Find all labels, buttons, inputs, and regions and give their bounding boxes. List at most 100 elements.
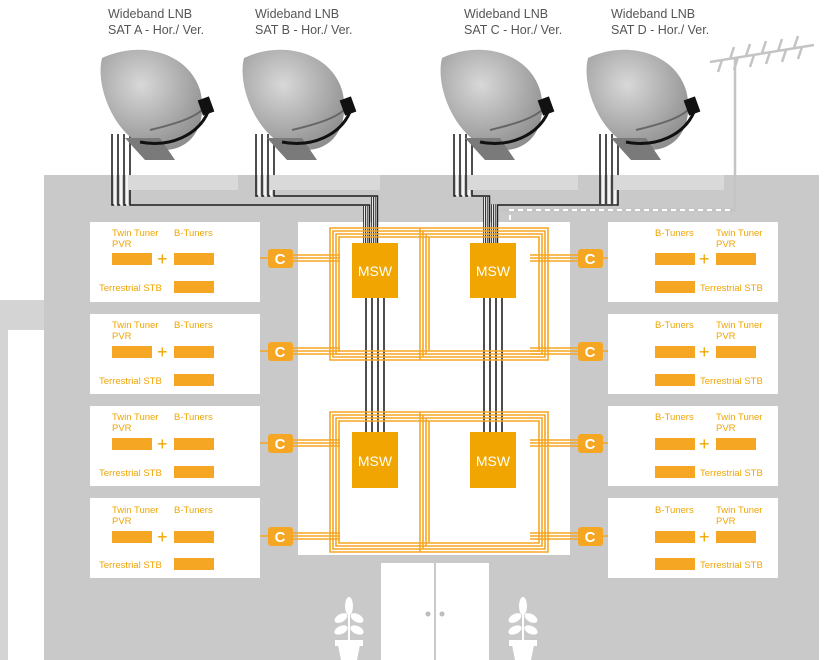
msw-label: MSW <box>476 453 511 469</box>
plus-sign: + <box>699 342 710 362</box>
dish-reflector <box>242 49 345 151</box>
coupler-left-4: C <box>268 527 293 546</box>
terrestrial-stb-label: Terrestrial STB <box>700 468 763 479</box>
lnb-arm <box>139 111 210 145</box>
b-tuners-label: B-Tuners <box>655 505 694 516</box>
apartment-left-2: Twin Tuner PVR B-Tuners + Terrestrial ST… <box>90 314 260 394</box>
b-tuners-label: B-Tuners <box>655 320 694 331</box>
cable-sat-d <box>491 134 619 243</box>
tuner-device <box>655 531 695 543</box>
coupler-left-3: C <box>268 434 293 453</box>
coax-line <box>267 134 377 243</box>
couplers: C C C C C C C C <box>268 249 603 546</box>
annex-left-body <box>0 330 8 660</box>
terrestrial-stb-device <box>174 466 214 478</box>
coax-line <box>459 134 487 243</box>
coax-line <box>126 134 370 243</box>
feed-l2 <box>293 347 578 355</box>
plus-sign: + <box>157 342 168 362</box>
coax-line <box>462 134 488 243</box>
plant-left <box>334 597 364 660</box>
pvr-label: PVR <box>716 516 736 527</box>
coupler-right-2: C <box>578 342 603 361</box>
coupler-label: C <box>585 251 596 268</box>
lnb-b-subtitle: SAT B - Hor./ Ver. <box>255 23 353 37</box>
msw-label: MSW <box>476 263 511 279</box>
msw-label: MSW <box>358 453 393 469</box>
b-tuners-label: B-Tuners <box>655 412 694 423</box>
lnb-head <box>537 96 555 116</box>
pvr-label: PVR <box>112 239 132 250</box>
plus-sign: + <box>157 249 168 269</box>
terrestrial-cable <box>509 209 730 430</box>
tuner-device <box>174 346 214 358</box>
b-tuners-label: B-Tuners <box>655 228 694 239</box>
apartment-right-4: B-Tuners Twin Tuner PVR + Terrestrial ST… <box>608 498 778 578</box>
terrestrial-stb-label: Terrestrial STB <box>99 376 162 387</box>
coax-line <box>120 134 368 243</box>
cable-sat-c <box>453 134 491 243</box>
lnb-d-subtitle: SAT D - Hor./ Ver. <box>611 23 709 37</box>
lnb-b-title: Wideband LNB <box>255 7 339 21</box>
b-tuners-label: B-Tuners <box>174 320 213 331</box>
b-tuners-label: B-Tuners <box>174 412 213 423</box>
coax-line <box>261 134 375 243</box>
multiswitches: MSW MSW MSW MSW <box>352 243 516 488</box>
coax-line <box>471 134 491 243</box>
lnb-a-title: Wideband LNB <box>108 7 192 21</box>
apartment-right-1: B-Tuners Twin Tuner PVR + Terrestrial ST… <box>608 222 778 302</box>
pvr-device <box>716 531 756 543</box>
dish-base <box>614 175 724 190</box>
twin-tuner-label: Twin Tuner <box>716 505 762 516</box>
apartment-left-1: Twin Tuner PVR B-Tuners + Terrestrial ST… <box>90 222 260 302</box>
lnb-c-title: Wideband LNB <box>464 7 548 21</box>
pvr-device <box>716 346 756 358</box>
lnb-head <box>197 96 215 116</box>
tuner-device <box>655 253 695 265</box>
plus-sign: + <box>699 434 710 454</box>
lnb-arm <box>479 111 550 145</box>
coax-line <box>114 134 366 243</box>
apartment-right-2: B-Tuners Twin Tuner PVR + Terrestrial ST… <box>608 314 778 394</box>
cable-sat-b <box>255 134 379 243</box>
dish-reflector <box>100 49 203 151</box>
twin-tuner-label: Twin Tuner <box>716 412 762 423</box>
feed-l4 <box>293 532 578 540</box>
satellite-dish-b-icon <box>242 49 380 190</box>
terrestrial-stb-device <box>655 374 695 386</box>
terrestrial-stb-device <box>655 466 695 478</box>
pvr-label: PVR <box>112 516 132 527</box>
pvr-label: PVR <box>716 239 736 250</box>
lnb-c-subtitle: SAT C - Hor./ Ver. <box>464 23 562 37</box>
pvr-label: PVR <box>716 423 736 434</box>
pvr-device <box>716 253 756 265</box>
b-tuners-label: B-Tuners <box>174 228 213 239</box>
terrestrial-stb-label: Terrestrial STB <box>99 560 162 571</box>
pvr-device <box>112 531 152 543</box>
dish-base <box>270 175 380 190</box>
annex-left <box>0 300 44 330</box>
terrestrial-stb-label: Terrestrial STB <box>700 283 763 294</box>
apartment-left-4: Twin Tuner PVR B-Tuners + Terrestrial ST… <box>90 498 260 578</box>
plus-sign: + <box>157 434 168 454</box>
tuner-device <box>174 531 214 543</box>
lnb-head <box>339 96 357 116</box>
coax-line <box>465 134 489 243</box>
multiswitch-bottom-right: MSW <box>470 432 516 488</box>
cable-riser-right <box>483 298 503 432</box>
pvr-label: PVR <box>112 331 132 342</box>
twin-tuner-label: Twin Tuner <box>112 320 158 331</box>
coax-line <box>468 134 490 243</box>
dish-reflector <box>440 49 543 151</box>
coax-line <box>258 134 374 243</box>
lnb-head <box>683 96 701 116</box>
coupler-right-4: C <box>578 527 603 546</box>
terrestrial-stb-device <box>655 558 695 570</box>
multiswitch-top-right: MSW <box>470 243 516 298</box>
coax-line <box>255 134 373 243</box>
terrestrial-stb-device <box>174 558 214 570</box>
satellite-dish-c-icon <box>440 49 578 190</box>
twin-tuner-label: Twin Tuner <box>112 505 158 516</box>
